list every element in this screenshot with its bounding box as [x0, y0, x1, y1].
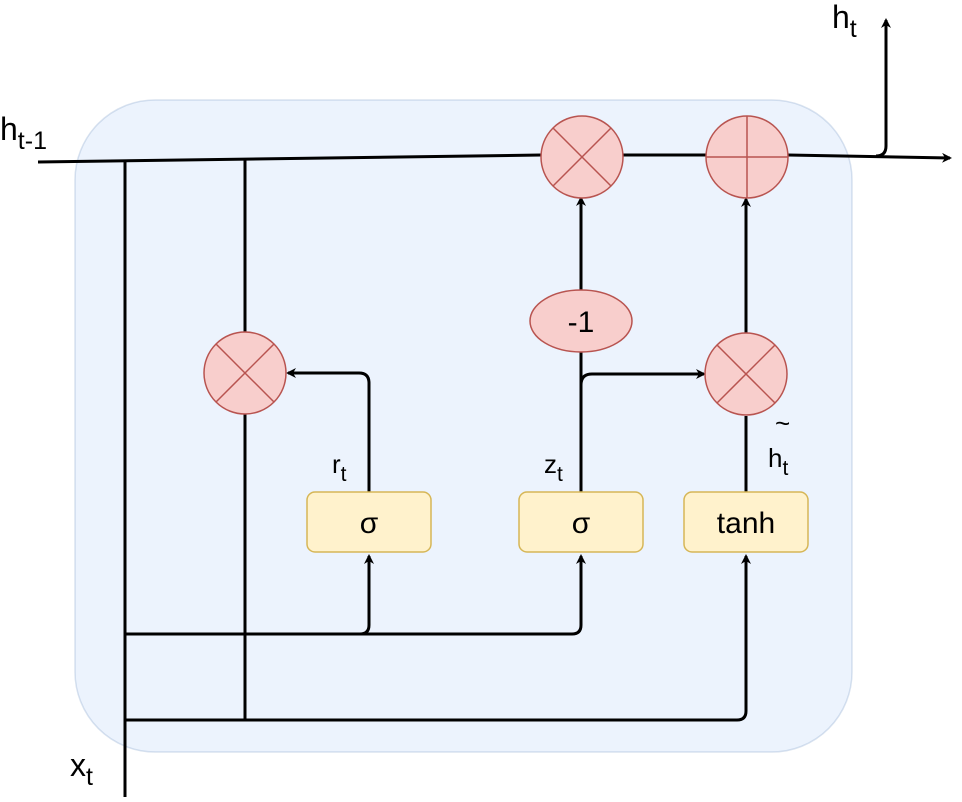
- add-node: [705, 115, 789, 199]
- candidate-gate-symbol: tanh: [717, 507, 775, 540]
- reset-multiply-node: [203, 331, 287, 415]
- hidden-state-line: [37, 153, 542, 164]
- cell-background: [74, 99, 853, 753]
- top-multiply-node: [540, 115, 624, 199]
- reset-gate: σ: [306, 491, 432, 553]
- candidate-tilde-mark: ~: [775, 408, 790, 438]
- reset-gate-output-label: rt: [332, 449, 347, 486]
- x-input-label: xt: [70, 747, 93, 791]
- h-output-label: ht: [832, 0, 857, 43]
- candidate-output-label: ht: [768, 443, 788, 480]
- negate-node: -1: [529, 289, 633, 353]
- update-gate-output-label: zt: [544, 449, 563, 486]
- update-gate-symbol: σ: [572, 507, 591, 540]
- reset-gate-symbol: σ: [360, 507, 379, 540]
- ht-up-branch: [875, 18, 891, 158]
- update-gate: σ: [518, 491, 644, 553]
- svg-text:-1: -1: [568, 306, 595, 339]
- candidate-multiply-node: [704, 332, 788, 416]
- connection-wires: [37, 18, 952, 797]
- output-line: [787, 152, 952, 163]
- h-prev-label: ht-1: [0, 111, 47, 155]
- candidate-gate: tanh: [683, 491, 809, 553]
